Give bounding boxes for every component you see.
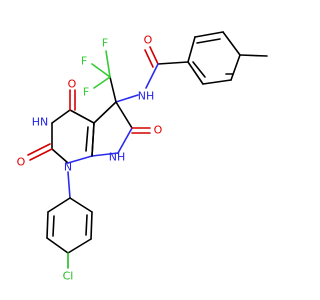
chlorine-label: Cl	[63, 270, 74, 283]
bond	[115, 94, 139, 103]
bond	[105, 50, 111, 78]
bond	[67, 238, 92, 254]
bond	[47, 197, 71, 213]
atom-labels: O NH F F F O HN O O NH N Cl	[17, 34, 163, 283]
nh-label-amide: NH	[138, 90, 155, 103]
fluorine-label-2: F	[81, 55, 87, 68]
bond	[67, 171, 71, 199]
bond	[145, 63, 159, 89]
bond	[93, 101, 117, 124]
oxygen-label-c2: O	[17, 156, 26, 169]
bond	[91, 122, 95, 157]
bond	[187, 36, 196, 63]
bond	[230, 54, 241, 81]
bond	[187, 61, 204, 85]
bond	[27, 143, 51, 156]
bond	[85, 214, 88, 236]
bond	[69, 197, 93, 213]
bond	[51, 109, 71, 124]
bond	[85, 126, 89, 152]
oxygen-label-amide: O	[144, 34, 153, 47]
bond	[222, 31, 241, 56]
bond	[67, 155, 93, 164]
oxygen-label-c6: O	[154, 124, 163, 137]
bond	[196, 38, 221, 44]
bond	[69, 109, 95, 124]
bond	[46, 211, 49, 239]
molecule-structure: O NH F F F O HN O O NH N Cl	[17, 31, 268, 283]
bond	[117, 127, 133, 154]
bond	[115, 101, 133, 129]
nh-label-n7: NH	[109, 151, 126, 164]
bond	[90, 211, 93, 240]
bond	[29, 148, 53, 161]
bond	[51, 148, 69, 164]
bond	[46, 237, 69, 254]
bond	[91, 152, 119, 157]
bond	[194, 31, 224, 38]
bond	[157, 61, 189, 65]
fluorine-label-3: F	[83, 86, 89, 99]
fluorine-label-1: F	[102, 37, 108, 50]
bond	[93, 76, 111, 89]
bond	[192, 61, 206, 78]
bond	[144, 49, 154, 68]
bond	[91, 63, 111, 78]
bonds	[27, 31, 268, 269]
nh-label-n3: HN	[32, 116, 49, 129]
nitrogen-label-n1: N	[64, 161, 72, 174]
bond	[149, 46, 159, 65]
bond	[202, 79, 232, 85]
bond	[52, 215, 55, 237]
bond	[109, 76, 117, 103]
oxygen-label-c4: O	[68, 78, 77, 91]
bond	[239, 54, 268, 57]
